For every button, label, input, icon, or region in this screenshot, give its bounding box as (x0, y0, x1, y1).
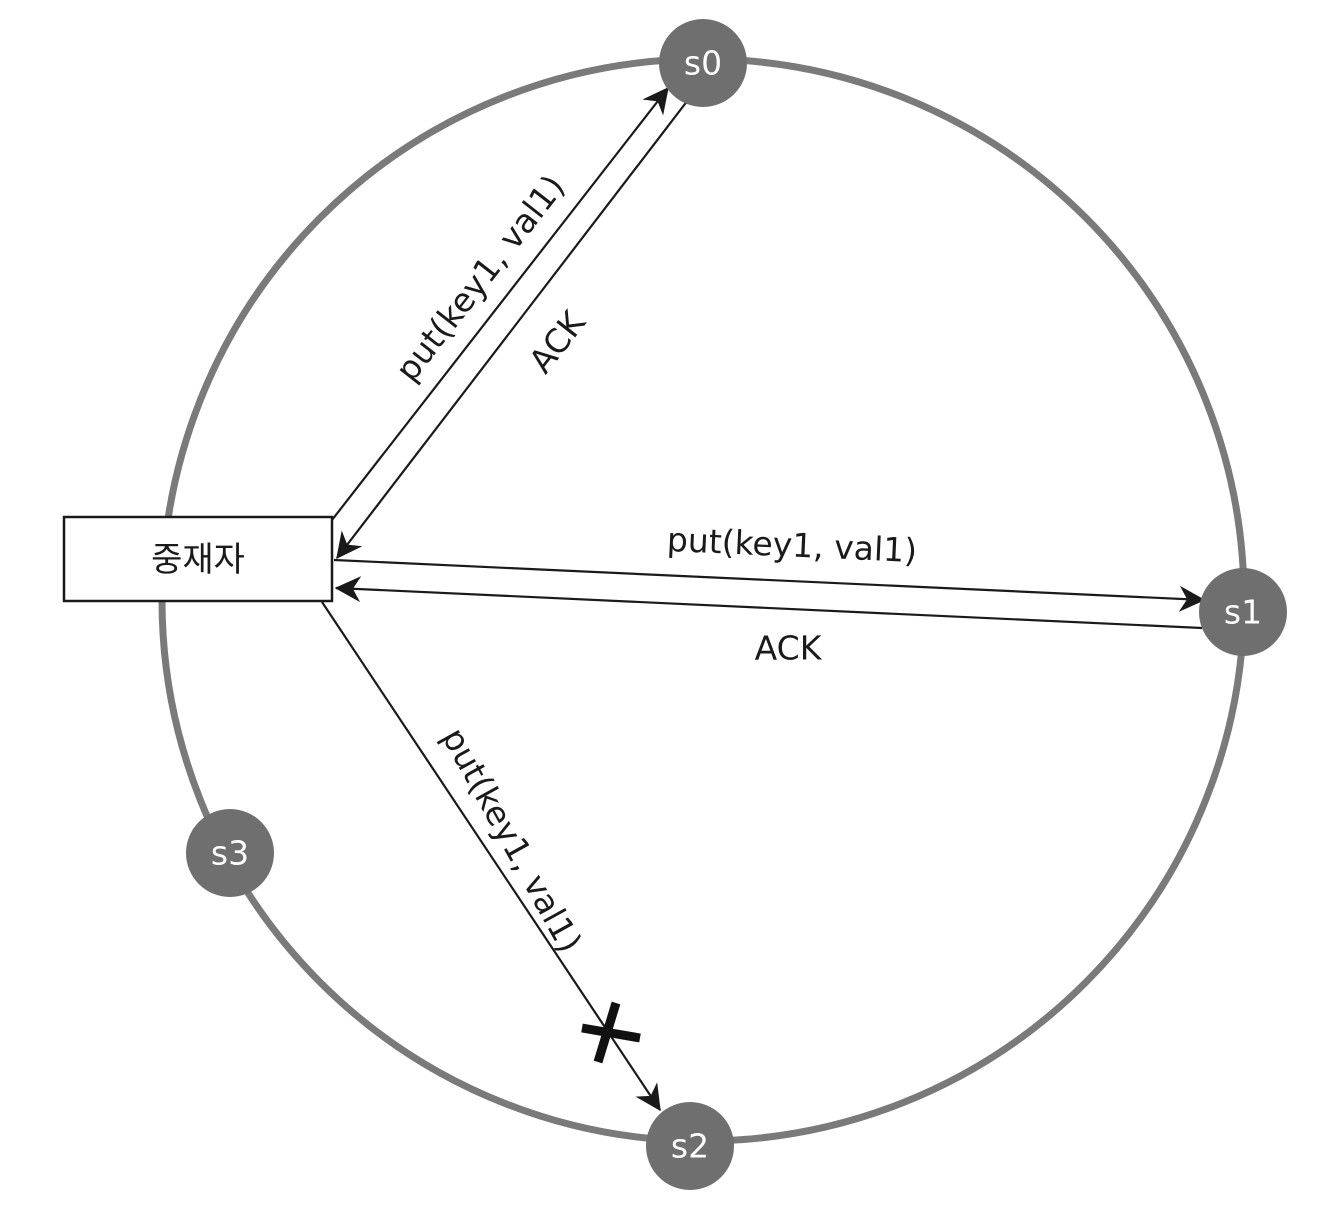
ack-arrow-s0 (336, 99, 689, 560)
coordinator[interactable]: 중재자 (62, 515, 334, 603)
node-s3-label: s3 (211, 834, 249, 873)
ack-label-s0: ACK (521, 303, 594, 381)
ack-arrow-s1 (334, 576, 1203, 630)
node-s3[interactable]: s3 (186, 809, 274, 897)
coordinator-box (62, 515, 334, 603)
node-s2[interactable]: s2 (646, 1102, 734, 1190)
node-s0[interactable]: s0 (659, 19, 747, 107)
put-arrow-s1 (333, 558, 1206, 612)
coordinator-label: 중재자 (151, 540, 245, 580)
put-label-s2: put(key1, val1) (434, 721, 589, 959)
node-s1-label: s1 (1224, 593, 1262, 632)
node-s2-label: s2 (671, 1127, 709, 1166)
node-s1[interactable]: s1 (1199, 568, 1287, 656)
put-arrow-s0 (331, 86, 669, 521)
put-arrow-s2 (321, 601, 661, 1112)
failure-x-icon (581, 1001, 641, 1064)
ack-label-s1: ACK (755, 629, 823, 668)
node-s0-label: s0 (684, 44, 722, 83)
put-label-s1: put(key1, val1) (666, 520, 918, 570)
